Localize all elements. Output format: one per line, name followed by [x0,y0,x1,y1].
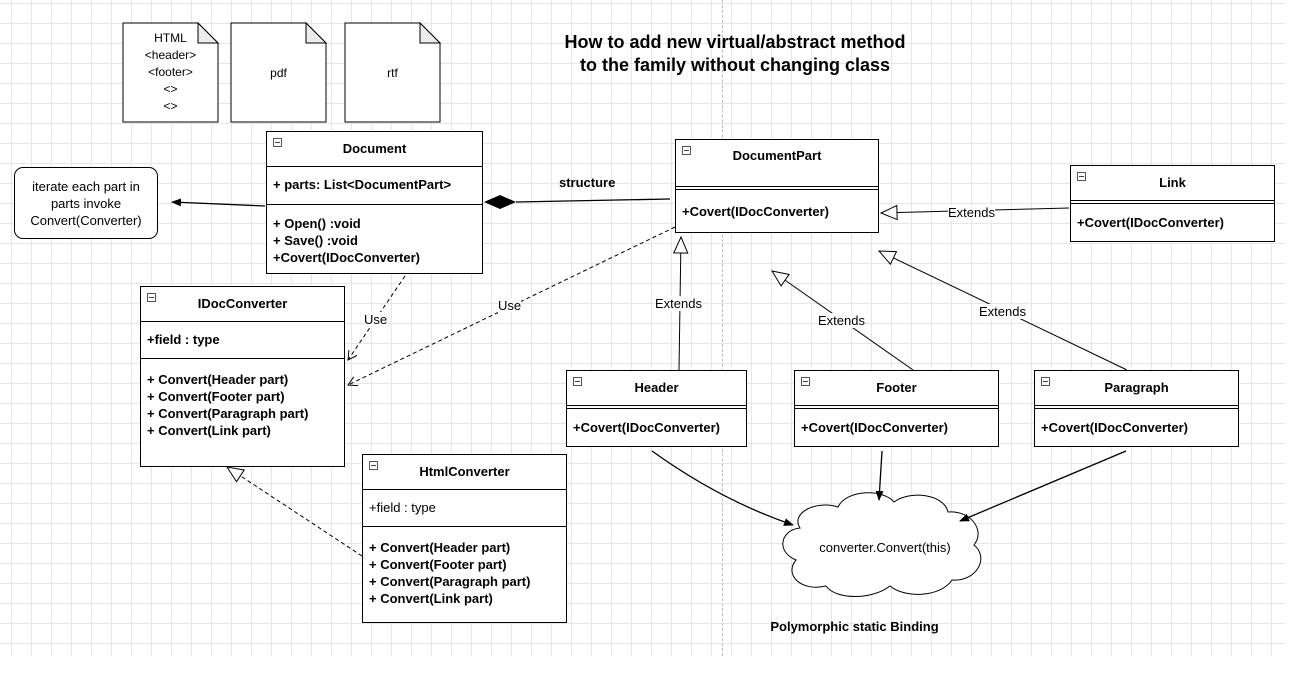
title-line-2: to the family without changing class [579,55,891,75]
class-idoc-converter[interactable]: IDocConverter +field : type + Convert(He… [140,286,345,467]
class-document-attributes: + parts: List<DocumentPart> [267,167,482,205]
class-document-name: Document [342,141,407,156]
extends-label-link: Extends [948,205,995,220]
class-footer[interactable]: Footer +Covert(IDocConverter) [794,370,999,447]
realization-line [227,467,363,557]
html-doc-icon [122,21,220,123]
paragraph-cloud-arrow [959,450,1127,522]
collapse-toggle-icon[interactable] [369,461,378,470]
binding-cloud-label: converter.Convert(this) [819,540,951,555]
note-line: Convert(Converter) [30,212,142,228]
collapse-toggle-icon[interactable] [1077,172,1086,181]
html-doc-line: <footer> [148,65,193,79]
method-row: +Covert(IDocConverter) [1077,215,1225,230]
method-row: +Covert(IDocConverter) [801,420,949,435]
method-row: +Covert(IDocConverter) [273,250,421,265]
composition-diamond [484,195,516,209]
class-html-converter-methods: + Convert(Header part) + Convert(Footer … [363,527,566,613]
structure-label: structure [559,175,616,190]
class-idoc-converter-name: IDocConverter [197,296,288,311]
class-paragraph-name: Paragraph [1104,380,1169,395]
class-html-converter-header: HtmlConverter [363,455,566,490]
html-doc-line: <> [163,99,178,113]
class-paragraph-header: Paragraph [1035,371,1238,409]
method-row: +Covert(IDocConverter) [573,420,721,435]
html-doc-line: <> [163,82,178,96]
method-row: + Convert(Paragraph part) [369,574,531,589]
note-line: iterate each part in [32,178,140,194]
method-row: + Convert(Footer part) [369,557,507,572]
pdf-doc-text: pdf [270,66,287,80]
method-row: + Convert(Header part) [147,372,289,387]
collapse-toggle-icon[interactable] [273,138,282,147]
polymorphic-binding-caption: Polymorphic static Binding [770,619,939,634]
class-paragraph[interactable]: Paragraph +Covert(IDocConverter) [1034,370,1239,447]
class-footer-header: Footer [795,371,998,409]
use-label-part: Use [498,298,522,313]
collapse-toggle-icon[interactable] [573,377,582,386]
structure-composition-line [515,198,671,203]
part-use-line [348,226,676,385]
method-row: + Convert(Link part) [147,423,271,438]
extends-label-footer: Extends [818,313,865,328]
class-link-header: Link [1071,166,1274,204]
attribute-row: +field : type [147,332,220,347]
method-row: +Covert(IDocConverter) [682,204,830,219]
extends-label-paragraph: Extends [979,304,1026,319]
collapse-toggle-icon[interactable] [682,146,691,155]
method-row: + Save() :void [273,233,358,248]
attribute-row: + parts: List<DocumentPart> [273,177,452,192]
method-row: + Convert(Paragraph part) [147,406,309,421]
rtf-doc-text: rtf [387,66,398,80]
class-idoc-converter-methods: + Convert(Header part) + Convert(Footer … [141,359,344,445]
method-row: + Open() :void [273,216,361,231]
collapse-toggle-icon[interactable] [147,293,156,302]
class-footer-name: Footer [876,380,917,395]
class-html-converter[interactable]: HtmlConverter +field : type + Convert(He… [362,454,567,623]
class-idoc-converter-attributes: +field : type [141,322,344,359]
note-line: parts invoke [50,195,122,211]
html-doc-line: HTML [154,31,187,45]
method-row: + Convert(Link part) [369,591,493,606]
class-link[interactable]: Link +Covert(IDocConverter) [1070,165,1275,242]
page-break-line [722,0,723,656]
class-link-name: Link [1159,175,1186,190]
collapse-toggle-icon[interactable] [801,377,810,386]
iterate-parts-note[interactable]: iterate each part in parts invoke Conver… [14,167,158,239]
class-html-converter-attributes: +field : type [363,490,566,527]
class-document-header: Document [267,132,482,167]
class-document-part-methods: +Covert(IDocConverter) [676,190,878,226]
extends-label-header: Extends [655,296,702,311]
document-note-arrow [171,198,266,207]
diagram-title: How to add new virtual/abstract method t… [500,31,970,77]
class-html-converter-name: HtmlConverter [419,464,510,479]
title-line-1: How to add new virtual/abstract method [564,32,906,52]
class-document-part-name: DocumentPart [732,148,822,163]
pdf-doc-icon [230,21,328,123]
attribute-row: +field : type [369,500,436,515]
rtf-doc-icon [344,21,442,123]
class-paragraph-methods: +Covert(IDocConverter) [1035,409,1238,442]
collapse-toggle-icon[interactable] [1041,377,1050,386]
footer-cloud-arrow [875,450,884,501]
class-footer-methods: +Covert(IDocConverter) [795,409,998,442]
class-header-methods: +Covert(IDocConverter) [567,409,746,442]
class-document-methods: + Open() :void + Save() :void +Covert(ID… [267,205,482,272]
method-row: + Convert(Footer part) [147,389,285,404]
class-idoc-converter-header: IDocConverter [141,287,344,322]
use-label-document: Use [364,312,388,327]
html-doc-line: <header> [144,48,197,62]
method-row: + Convert(Header part) [369,540,511,555]
method-row: +Covert(IDocConverter) [1041,420,1189,435]
header-cloud-arrow [651,450,794,526]
binding-cloud-shape [782,492,982,597]
class-document-part-header: DocumentPart [676,140,878,190]
class-header-name: Header [634,380,679,395]
class-document[interactable]: Document + parts: List<DocumentPart> + O… [266,131,483,274]
class-header-header: Header [567,371,746,409]
class-link-methods: +Covert(IDocConverter) [1071,204,1274,237]
class-header[interactable]: Header +Covert(IDocConverter) [566,370,747,447]
class-document-part[interactable]: DocumentPart +Covert(IDocConverter) [675,139,879,233]
